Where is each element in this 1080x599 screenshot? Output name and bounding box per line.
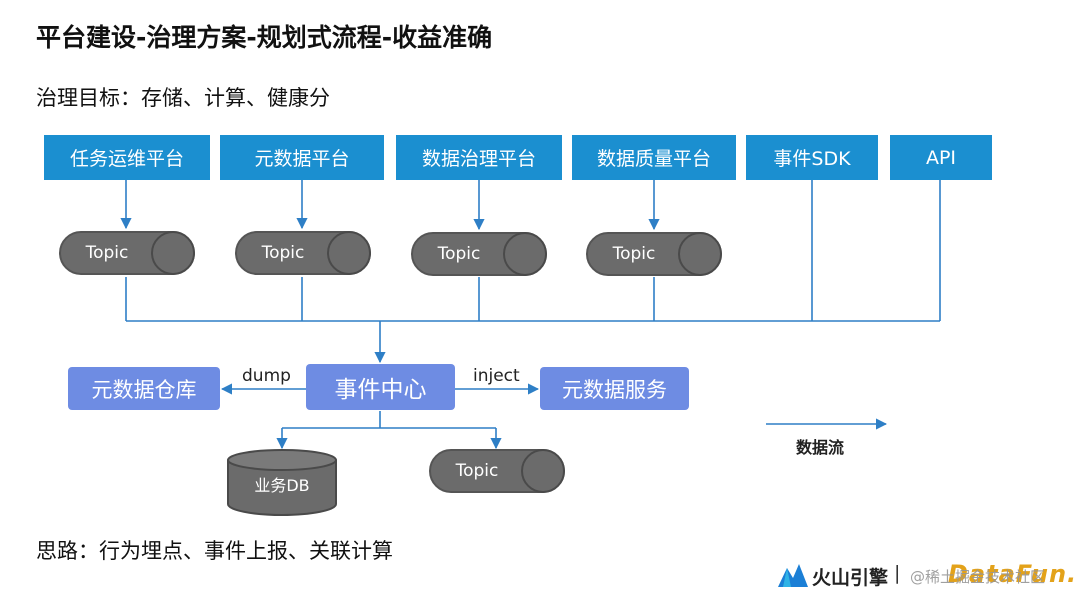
inject-label: inject bbox=[473, 366, 520, 386]
topic-label: Topic bbox=[85, 243, 129, 263]
topic-queue-4: Topic bbox=[586, 232, 722, 276]
watermark: @稀土掘金技术社区 bbox=[910, 568, 1046, 586]
dump-label: dump bbox=[242, 366, 291, 386]
topic-queue-2: Topic bbox=[235, 231, 371, 275]
source-event-sdk: 事件SDK bbox=[746, 135, 878, 180]
database-icon bbox=[227, 449, 337, 516]
page-title: 平台建设-治理方案-规划式流程-收益准确 bbox=[36, 23, 493, 52]
topic-queue-1: Topic bbox=[59, 231, 195, 275]
governance-goal: 治理目标：存储、计算、健康分 bbox=[36, 86, 330, 110]
db-label: 业务DB bbox=[254, 476, 310, 495]
source-api: API bbox=[890, 135, 992, 180]
volcano-engine-logo-icon bbox=[778, 560, 808, 588]
topic-label: Topic bbox=[612, 244, 656, 264]
topic-label: Topic bbox=[437, 244, 481, 264]
source-task-ops-platform: 任务运维平台 bbox=[44, 135, 210, 180]
business-db-cylinder: 业务DB bbox=[226, 448, 338, 518]
source-quality-platform: 数据质量平台 bbox=[572, 135, 736, 180]
approach-text: 思路：行为埋点、事件上报、关联计算 bbox=[36, 539, 393, 563]
event-center: 事件中心 bbox=[306, 364, 455, 410]
volcano-engine-logo-text: 火山引擎 bbox=[812, 567, 889, 589]
datafun-logo: DataFun. bbox=[948, 560, 1078, 588]
topic-label: Topic bbox=[455, 461, 499, 481]
topic-queue-output: Topic bbox=[429, 449, 565, 493]
metadata-service: 元数据服务 bbox=[540, 367, 689, 410]
metadata-warehouse: 元数据仓库 bbox=[68, 367, 220, 410]
source-metadata-platform: 元数据平台 bbox=[220, 135, 384, 180]
topic-label: Topic bbox=[261, 243, 305, 263]
footer-separator: | bbox=[894, 562, 901, 584]
source-governance-platform: 数据治理平台 bbox=[396, 135, 562, 180]
legend-label: 数据流 bbox=[796, 438, 845, 457]
topic-queue-3: Topic bbox=[411, 232, 547, 276]
